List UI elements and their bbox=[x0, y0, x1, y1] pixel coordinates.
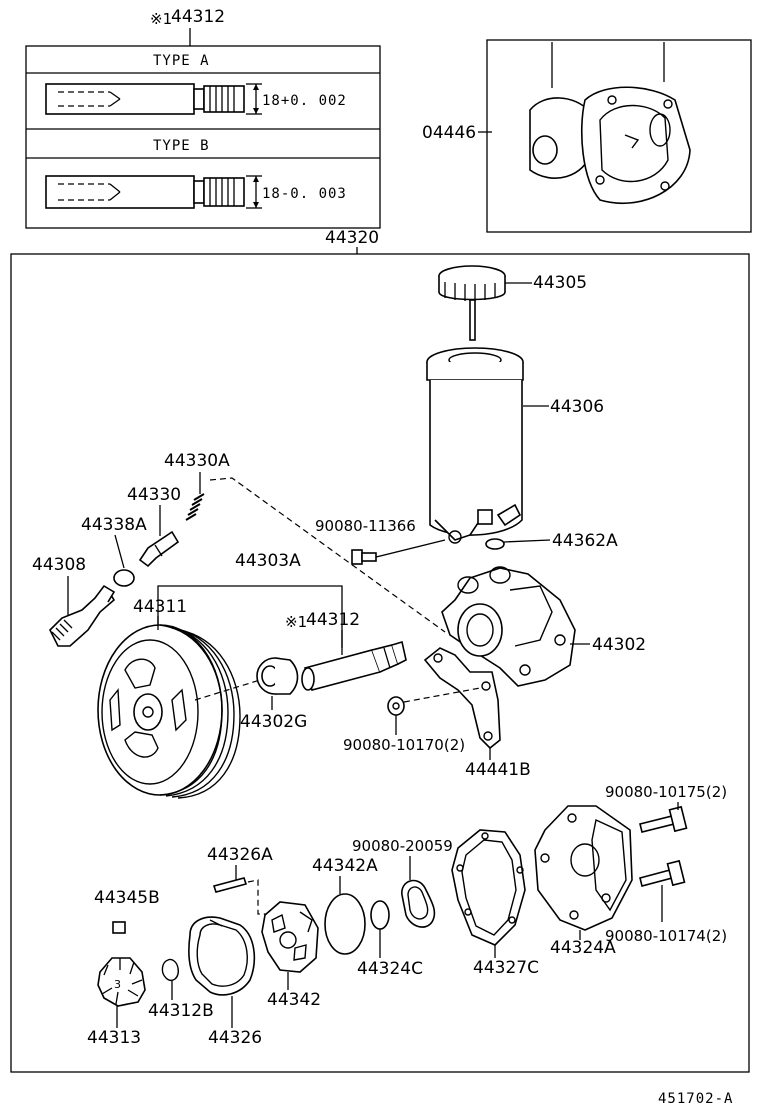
assembly-line bbox=[209, 477, 446, 633]
assembly-label: 44320 bbox=[325, 228, 379, 248]
label-44303A: 44303A bbox=[235, 551, 301, 571]
label-90080-10174: 90080-10174(2) bbox=[605, 927, 727, 945]
inset-frame bbox=[25, 45, 381, 229]
inset-type-table: ※1 44312 TYPE A TYPE B 18+0. 002 bbox=[25, 7, 381, 229]
label-44330A: 44330A bbox=[164, 451, 230, 471]
label-44327C: 44327C bbox=[473, 958, 539, 978]
label-90080-11366: 90080-11366 bbox=[315, 517, 416, 535]
mark-44312: ※1 bbox=[285, 613, 307, 631]
label-44338A: 44338A bbox=[81, 515, 147, 535]
oring-44362a bbox=[485, 538, 505, 550]
oring-44324c bbox=[370, 900, 390, 930]
label-44345B: 44345B bbox=[94, 888, 160, 908]
label-90080-10170: 90080-10170(2) bbox=[343, 736, 465, 754]
label-44324A: 44324A bbox=[550, 938, 616, 958]
label-44326: 44326 bbox=[208, 1028, 262, 1048]
pump-body-44302 bbox=[441, 566, 576, 687]
label-90080-10175: 90080-10175(2) bbox=[605, 783, 727, 801]
rotor-44313: 3 bbox=[97, 957, 146, 1007]
label-44342: 44342 bbox=[267, 990, 321, 1010]
label-44311: 44311 bbox=[133, 597, 187, 617]
bracket-44441b bbox=[423, 647, 501, 750]
type-a-dimension: 18+0. 002 bbox=[262, 93, 347, 109]
bolt-90080-11366 bbox=[351, 549, 377, 565]
housing-44324a bbox=[534, 805, 633, 931]
seal-90080-20059 bbox=[401, 879, 436, 928]
inset-mark: ※1 bbox=[150, 10, 172, 28]
label-44302G: 44302G bbox=[240, 712, 307, 732]
label-90080-20059: 90080-20059 bbox=[352, 837, 453, 855]
gasket-kit-label: 04446 bbox=[422, 123, 476, 143]
label-44312: 44312 bbox=[306, 610, 360, 630]
bolt-90080-10174 bbox=[639, 859, 686, 887]
reservoir-tank bbox=[426, 347, 524, 544]
label-44441B: 44441B bbox=[465, 760, 531, 780]
type-b-dimension: 18-0. 003 bbox=[262, 186, 347, 202]
reservoir-cap bbox=[438, 265, 506, 341]
spring-44330a bbox=[185, 493, 205, 521]
pin-44326a bbox=[212, 877, 248, 893]
diagram-code: 451702-A bbox=[658, 1091, 733, 1107]
label-44324C: 44324C bbox=[357, 959, 423, 979]
inset-frame bbox=[486, 39, 752, 233]
label-44326A: 44326A bbox=[207, 845, 273, 865]
bolt-90080-10175 bbox=[639, 805, 688, 833]
label-44308: 44308 bbox=[32, 555, 86, 575]
label-44362A: 44362A bbox=[552, 531, 618, 551]
label-44305: 44305 bbox=[533, 273, 587, 293]
snap-ring-44312b bbox=[161, 958, 180, 982]
type-b-shaft-drawing bbox=[45, 175, 262, 209]
gasket-44327c bbox=[451, 829, 526, 946]
svg-text:3: 3 bbox=[114, 978, 121, 991]
valve-44330 bbox=[138, 530, 180, 568]
cam-ring-44326 bbox=[188, 916, 256, 996]
oring-44342a bbox=[324, 893, 366, 955]
inset-gasket-kit: 04446 bbox=[422, 39, 752, 233]
nut-90080-10170 bbox=[387, 696, 405, 716]
label-44312B: 44312B bbox=[148, 1001, 214, 1021]
type-b-heading: TYPE B bbox=[153, 138, 210, 154]
union-44308 bbox=[49, 584, 116, 647]
seal-44302g bbox=[256, 657, 299, 695]
label-44342A: 44342A bbox=[312, 856, 378, 876]
label-44306: 44306 bbox=[550, 397, 604, 417]
label-44313: 44313 bbox=[87, 1028, 141, 1048]
inset-part-label: 44312 bbox=[171, 7, 225, 27]
label-44302: 44302 bbox=[592, 635, 646, 655]
gasket-kit-drawing bbox=[529, 42, 691, 205]
assembly-frame bbox=[10, 253, 750, 1073]
bracket-44303a bbox=[157, 585, 343, 648]
block-44345b bbox=[112, 921, 126, 934]
pulley-44311 bbox=[97, 624, 241, 799]
label-44330: 44330 bbox=[127, 485, 181, 505]
oring-44338a bbox=[113, 569, 135, 587]
shaft-44312 bbox=[301, 640, 407, 691]
type-a-heading: TYPE A bbox=[153, 53, 210, 69]
type-a-shaft-drawing bbox=[45, 83, 262, 115]
plate-44342 bbox=[261, 901, 319, 973]
